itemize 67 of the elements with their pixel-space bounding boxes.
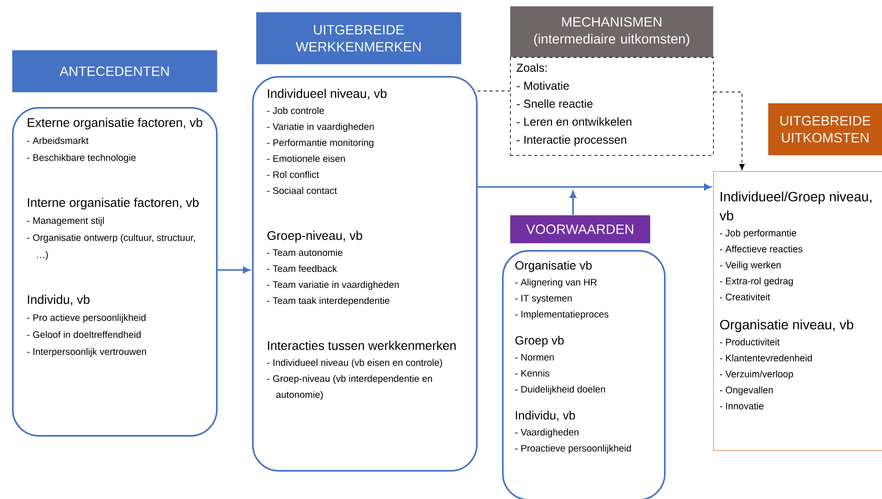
list-item: - Duidelijkheid doelen (515, 386, 605, 394)
list-item: - Arbeidsmarkt (27, 136, 88, 144)
list-item: - Team feedback (267, 264, 338, 272)
list-item: - Normen (515, 354, 554, 361)
list-item: - Team variatie in vaardigheden (267, 280, 399, 290)
heading-text: Organisatie vb (515, 260, 592, 272)
heading-text: Interacties tussen werkkenmerken (268, 340, 456, 350)
list-item: - Job performantie (720, 229, 796, 238)
heading-text: Individu, vb (516, 410, 575, 422)
list-item: - Snelle reactie (516, 99, 593, 108)
rounded-box (12, 107, 218, 437)
list-item: - Organisatie ontwerp (cultuur, structuur, …) (27, 234, 195, 260)
list-item: - Affectieve reacties (720, 245, 802, 252)
list-item: - Extra-rol gedrag (720, 277, 793, 286)
list-item: - Veilig werken (720, 261, 781, 270)
list-item: - Interactie processen (516, 135, 626, 146)
dashed-box (510, 57, 714, 156)
list-item: - Interpersoonlijk vertrouwen (27, 348, 146, 357)
heading-text: Individueel/Groep niveau, vb (720, 192, 872, 220)
heading-text: Organisatie niveau, vb (720, 320, 854, 332)
list-item: - Klantentevredenheid (720, 354, 812, 362)
list-item: - Management stijl (27, 216, 104, 226)
list-item: - Sociaal contact (267, 186, 337, 194)
list-item: - Pro actieve persoonlijkheid (27, 314, 146, 323)
list-item: - Productiviteit (720, 338, 780, 346)
list-item: - Alignering van HR (515, 278, 597, 288)
heading-text: Individueel niveau, vb (268, 88, 386, 100)
header-box: VOORWAARDEN (510, 215, 650, 244)
list-item: - Verzuim/verloop (720, 370, 794, 380)
rounded-box (252, 76, 478, 472)
list-item: - Implementatieproces (515, 310, 608, 320)
list-item: - Innovatie (720, 402, 764, 410)
list-item: - Individueel niveau (vb eisen en controle) (267, 358, 442, 368)
heading-text: Externe organisatie factoren, vb (28, 118, 202, 130)
heading-text: Groep vb (515, 336, 564, 347)
list-item: - Ongevallen (720, 386, 773, 396)
arrow (218, 266, 250, 274)
list-item: - Beschikbare technologie (27, 154, 136, 163)
list-item: - Kennis (515, 370, 550, 377)
arrow (570, 191, 576, 215)
arrow (713, 92, 745, 170)
header-box: UITGEBREIDE WERKKENMERKEN (256, 12, 462, 64)
list-item: - Team taak interdependentie (267, 296, 390, 306)
list-item: - Performantie monitoring (267, 138, 374, 148)
list-item: - Emotionele eisen (267, 154, 345, 162)
header-box: MECHANISMEN (intermediaire uitkomsten) (510, 6, 714, 58)
list-item: - Groep-niveau (vb interdependentie en autonomie) (267, 374, 432, 400)
list-item: - Leren en ontwikkelen (516, 117, 632, 126)
header-box: ANTECEDENTEN (12, 50, 218, 92)
outcome-box (713, 171, 882, 451)
heading-text: Individu, vb (28, 294, 90, 306)
heading-text: Groep-niveau, vb (267, 230, 362, 242)
header-box: UITGEBREIDE UITKOMSTEN (768, 103, 882, 156)
list-item: - IT systemen (515, 294, 572, 304)
list-item: - Rol conflict (267, 170, 319, 178)
list-item: - Team autonomie (267, 248, 342, 256)
heading-text: Interne organisatie factoren, vb (28, 198, 199, 210)
list-item: - Vaardigheden (515, 428, 578, 438)
list-item: - Variatie in vaardigheden (267, 122, 374, 132)
rounded-box (502, 250, 666, 499)
list-item: - Creativiteit (720, 293, 770, 300)
heading-text: Zoals: (516, 63, 547, 72)
list-item: - Job controle (267, 106, 324, 114)
list-item: - Proactieve persoonlijkheid (515, 444, 631, 454)
list-item: - Geloof in doeltreffendheid (27, 330, 141, 338)
list-item: - Motivatie (516, 81, 569, 90)
arrow (478, 184, 711, 190)
